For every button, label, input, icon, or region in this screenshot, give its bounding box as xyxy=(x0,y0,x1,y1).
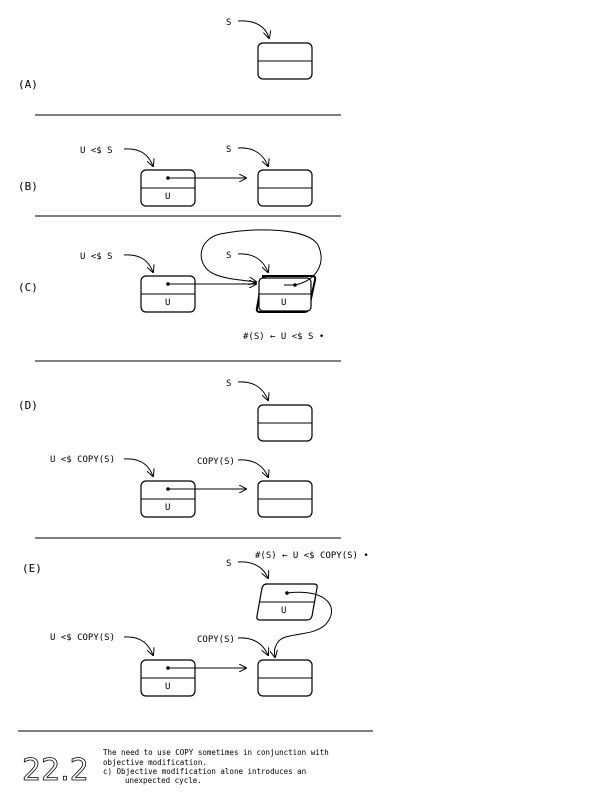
pointer-arrow xyxy=(123,636,153,655)
cycle-arrow xyxy=(200,229,322,285)
panel-e: (E) #(S) ← U <$ COPY(S) • S U U <$ COPY(… xyxy=(22,551,369,697)
pointer-arrow xyxy=(237,459,268,477)
pointer-arrow xyxy=(123,458,153,476)
panel-d: (D) S U <$ COPY(S) U COPY(S) xyxy=(18,379,313,518)
pointer-arrow xyxy=(123,254,153,272)
var-label-u: U <$ S xyxy=(80,252,113,262)
panel-b: (B) U <$ S U S xyxy=(18,145,313,207)
pointer-arrow xyxy=(237,20,269,38)
caption-line-2: objective modification. xyxy=(103,758,207,767)
caption-line-4: unexpected cycle. xyxy=(125,776,202,785)
figure-caption: 22.2 The need to use COPY sometimes in c… xyxy=(22,748,329,788)
pointer-arrow xyxy=(237,147,268,166)
var-label-s: S xyxy=(226,251,231,261)
var-label-s: S xyxy=(226,379,231,389)
var-label-copy: COPY(S) xyxy=(197,635,235,645)
pointer-arrow xyxy=(123,148,153,166)
pointer-arrow xyxy=(237,561,268,578)
pointer-arrow xyxy=(237,381,268,400)
var-label-copy: COPY(S) xyxy=(197,457,235,467)
panel-a: (A) S xyxy=(18,18,313,91)
caption-line-1: The need to use COPY sometimes in conjun… xyxy=(103,748,329,757)
panel-label-b: (B) xyxy=(18,180,38,193)
var-label-u: U <$ COPY(S) xyxy=(50,455,115,465)
panel-label-a: (A) xyxy=(18,78,38,91)
assignment-expression: #(S) ← U <$ S • xyxy=(243,332,324,342)
var-label-s: S xyxy=(226,559,231,569)
figure-number: 22.2 xyxy=(22,753,89,788)
panel-label-c: (C) xyxy=(18,281,38,294)
caption-line-3: c) Objective modification alone introduc… xyxy=(103,767,306,776)
var-label-u: U <$ S xyxy=(80,146,113,156)
cell-label-u: U xyxy=(281,606,286,616)
panel-label-d: (D) xyxy=(18,399,38,412)
pointer-arrow xyxy=(237,637,268,655)
cell-label-u: U xyxy=(165,298,170,308)
cell-label-u: U xyxy=(165,503,170,513)
panel-label-e: (E) xyxy=(22,562,42,575)
cell-label-u: U xyxy=(281,298,286,308)
var-label-u: U <$ COPY(S) xyxy=(50,633,115,643)
cell-label-u: U xyxy=(165,192,170,202)
cell-label-u: U xyxy=(165,682,170,692)
panel-c: (C) U <$ S U S U #(S) ← U <$ S • xyxy=(18,229,324,342)
var-label-s: S xyxy=(226,18,231,28)
assignment-expression: #(S) ← U <$ COPY(S) • xyxy=(255,551,369,561)
pointer-arrow xyxy=(237,253,268,272)
reference-arrow xyxy=(274,591,333,657)
var-label-s: S xyxy=(226,145,231,155)
